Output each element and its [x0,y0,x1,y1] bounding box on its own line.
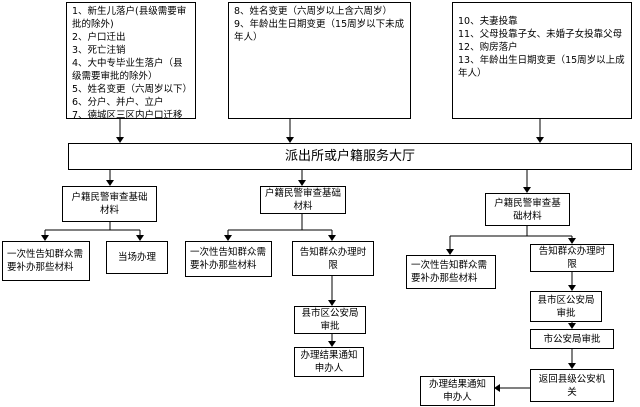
left-review-box: 户籍民警审查基础材料 [62,186,157,222]
middle-result-notify-box: 办理结果通知申办人 [294,347,364,377]
list-item: 8、姓名变更（六周岁以上含六周岁） [234,6,393,17]
list-item: 7、德城区三区内户口迁移 [72,110,183,121]
list-item: 12、购房落户 [458,42,518,53]
list-item: 1、新生儿落户(县级需要审批的除外) [72,6,187,30]
list-item: 9、年龄出生日期变更（15周岁以下未成年人） [234,19,405,43]
top-box-middle: 8、姓名变更（六周岁以上含六周岁） 9、年龄出生日期变更（15周岁以下未成年人） [228,2,411,119]
right-notify-time-box: 告知群众办理时限 [530,244,614,272]
right-return-county-box: 返回县级公安机关 [530,369,614,402]
middle-notify-time-box: 告知群众办理时限 [292,241,374,276]
middle-notify-once-box: 一次性告知群众需要补办那些材料 [185,241,272,277]
right-city-approval-box: 市公安局审批 [530,329,614,349]
top-box-right: 10、夫妻投靠 11、父母投靠子女、未婚子女投靠父母 12、购房落户 13、年龄… [452,2,632,119]
left-notify-once-box: 一次性告知群众需要补办那些材料 [2,241,90,281]
hall-box: 派出所或户籍服务大厅 [68,143,632,170]
list-item: 11、父母投靠子女、未婚子女投靠父母 [458,29,623,40]
list-item: 2、户口迁出 [72,32,126,43]
list-item: 13、年龄出生日期变更（15周岁以上成年人） [458,55,625,79]
right-review-box: 户籍民警审查基础材料 [485,193,570,226]
right-notify-once-box: 一次性告知群众需要补办那些材料 [406,255,496,289]
list-item: 6、分户、并户、立户 [72,97,164,108]
middle-county-approval-box: 县市区公安局审批 [294,306,366,334]
list-item: 5、姓名变更（六周岁以下） [72,84,193,95]
top-box-left: 1、新生儿落户(县级需要审批的除外) 2、户口迁出 3、死亡注销 4、大中专毕业… [66,2,196,121]
right-county-approval-box: 县市区公安局审批 [530,291,602,322]
list-item: 4、大中专毕业生落户（县级需要审批的除外） [72,58,183,82]
list-item: 3、死亡注销 [72,45,126,56]
left-on-site-box: 当场办理 [106,241,168,274]
middle-review-box: 户籍民警审查基础材料 [260,186,346,214]
right-result-notify-box: 办理结果通知申办人 [420,376,495,406]
list-item: 10、夫妻投靠 [458,16,518,27]
